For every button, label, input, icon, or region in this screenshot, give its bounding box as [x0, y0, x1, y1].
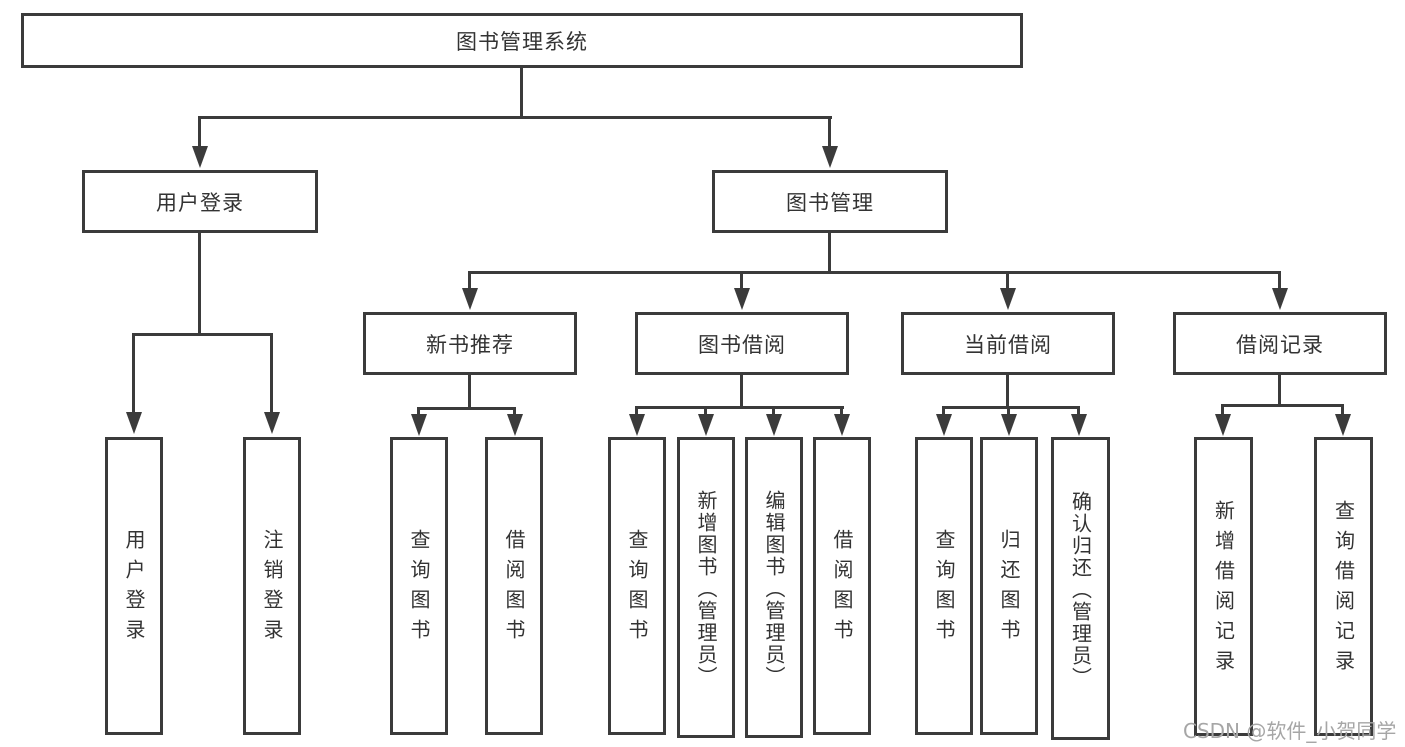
arrowhead-bb-query [629, 414, 645, 436]
arrowhead-nb-query [411, 414, 427, 436]
connector-current-borrow-stem [1006, 375, 1009, 408]
node-current-borrowing: 当前借阅 [901, 312, 1115, 375]
arrowhead-current-borrow [1000, 288, 1016, 310]
node-label: 新书推荐 [426, 332, 514, 357]
arrowhead-book-borrow [734, 288, 750, 310]
leaf-current-query-books: 查询图书 [915, 437, 973, 735]
node-label: 编辑图书（管理员） [762, 489, 786, 688]
leaf-borrow-add-books-admin: 新增图书（管理员） [677, 437, 735, 738]
node-label: 查询借阅记录 [1331, 499, 1356, 680]
node-label: 查询图书 [407, 529, 431, 649]
leaf-current-confirm-return-admin: 确认归还（管理员） [1051, 437, 1110, 740]
node-label: 图书管理系统 [456, 29, 588, 54]
leaf-borrow-query-books: 查询图书 [608, 437, 666, 735]
connector-book-management-stem [828, 233, 831, 273]
node-label: 新增借阅记录 [1211, 499, 1236, 680]
node-label: 图书管理 [786, 190, 874, 215]
connector-book-borrow-stem [740, 375, 743, 408]
leaf-newbook-query-books: 查询图书 [390, 437, 448, 735]
connector-drop-cb-return [1007, 406, 1010, 417]
arrowhead-cb-confirm [1071, 414, 1087, 436]
connector-drop-borrow-records [1278, 271, 1281, 289]
connector-drop-bb-borrow [840, 406, 843, 417]
connector-borrow-records-bus [1221, 404, 1344, 407]
leaf-user-login: 用户登录 [105, 437, 163, 735]
connector-drop-bb-edit [772, 406, 775, 417]
node-label: 当前借阅 [964, 332, 1052, 357]
connector-root-stem [520, 68, 523, 118]
connector-drop-user-login [198, 116, 201, 150]
arrowhead-bb-borrow [834, 414, 850, 436]
node-book-borrowing: 图书借阅 [635, 312, 849, 375]
arrowhead-bb-add [698, 414, 714, 436]
node-user-login: 用户登录 [82, 170, 318, 233]
connector-level2-bus [198, 116, 832, 119]
arrowhead-br-add [1215, 414, 1231, 436]
connector-drop-cb-query [942, 406, 945, 417]
arrowhead-nb-borrow [507, 414, 523, 436]
connector-drop-new-book [468, 271, 471, 289]
leaf-logout: 注销登录 [243, 437, 301, 735]
connector-drop-book-borrow [740, 271, 743, 289]
arrowhead-bb-edit [766, 414, 782, 436]
connector-drop-cb-confirm [1077, 406, 1080, 417]
node-label: 图书借阅 [698, 332, 786, 357]
connector-drop-br-add [1221, 404, 1224, 417]
node-label: 用户登录 [122, 529, 146, 649]
connector-drop-br-query [1341, 404, 1344, 417]
node-new-book-recommendation: 新书推荐 [363, 312, 577, 375]
csdn-watermark: CSDN @软件_小贺同学 [1183, 719, 1397, 743]
arrowhead-user-login [192, 146, 208, 168]
connector-new-book-bus [417, 407, 516, 410]
connector-user-login-stem [198, 233, 201, 335]
arrowhead-cb-query [936, 414, 952, 436]
connector-user-login-bus [132, 333, 273, 336]
node-label: 注销登录 [260, 529, 284, 649]
node-book-management: 图书管理 [712, 170, 948, 233]
arrowhead-cb-return [1001, 414, 1017, 436]
leaf-borrow-edit-books-admin: 编辑图书（管理员） [745, 437, 803, 738]
node-label: 借阅图书 [830, 529, 854, 649]
leaf-records-query-record: 查询借阅记录 [1314, 437, 1373, 736]
leaf-borrow-borrow-books: 借阅图书 [813, 437, 871, 735]
arrowhead-leaf-user-login [126, 412, 142, 434]
connector-drop-nb-query [417, 407, 420, 417]
connector-drop-leaf-user-login [132, 333, 135, 413]
leaf-current-return-books: 归还图书 [980, 437, 1038, 735]
connector-drop-nb-borrow [513, 407, 516, 417]
leaf-records-add-record: 新增借阅记录 [1194, 437, 1253, 736]
node-label: 查询图书 [932, 529, 956, 649]
node-label: 新增图书（管理员） [694, 489, 718, 688]
arrowhead-borrow-records [1272, 288, 1288, 310]
connector-new-book-stem [468, 375, 471, 409]
node-library-management-system: 图书管理系统 [21, 13, 1023, 68]
connector-drop-current-borrow [1006, 271, 1009, 289]
arrowhead-leaf-logout [264, 412, 280, 434]
connector-drop-bb-query [635, 406, 638, 417]
connector-drop-bb-add [704, 406, 707, 417]
connector-drop-leaf-logout [270, 333, 273, 413]
node-label: 用户登录 [156, 190, 244, 215]
node-label: 归还图书 [997, 529, 1021, 649]
connector-current-borrow-bus [942, 406, 1080, 409]
arrowhead-br-query [1335, 414, 1351, 436]
leaf-newbook-borrow-books: 借阅图书 [485, 437, 543, 735]
arrowhead-new-book [462, 288, 478, 310]
connector-level3-bus [468, 271, 1281, 274]
connector-borrow-records-stem [1278, 375, 1281, 406]
node-label: 确认归还（管理员） [1068, 490, 1093, 689]
node-label: 查询图书 [625, 529, 649, 649]
connector-drop-book-management [828, 116, 831, 150]
node-label: 借阅记录 [1236, 332, 1324, 357]
node-label: 借阅图书 [502, 529, 526, 649]
arrowhead-book-management [822, 146, 838, 168]
connector-book-borrow-bus [635, 406, 844, 409]
node-borrowing-records: 借阅记录 [1173, 312, 1387, 375]
